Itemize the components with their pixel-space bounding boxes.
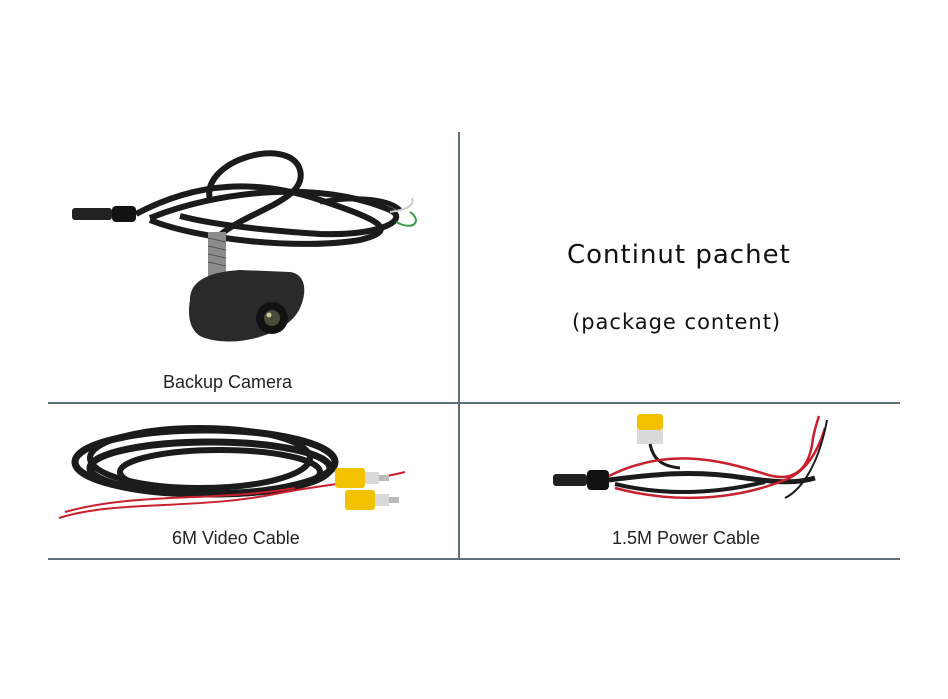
backup-camera-image bbox=[72, 150, 417, 342]
power-cable-label: 1.5M Power Cable bbox=[612, 528, 761, 548]
package-title: Continut pachet bbox=[567, 240, 791, 270]
video-cable-label: 6M Video Cable bbox=[172, 528, 300, 548]
grid-bottom-horizontal-line bbox=[48, 558, 900, 560]
package-subtitle: (package content) bbox=[572, 310, 782, 334]
backup-camera-label: Backup Camera bbox=[163, 372, 293, 392]
power-cable-image bbox=[553, 414, 828, 500]
video-cable-image bbox=[58, 425, 406, 519]
grid-vertical-line bbox=[458, 132, 460, 560]
grid-top-horizontal-line bbox=[48, 402, 900, 404]
